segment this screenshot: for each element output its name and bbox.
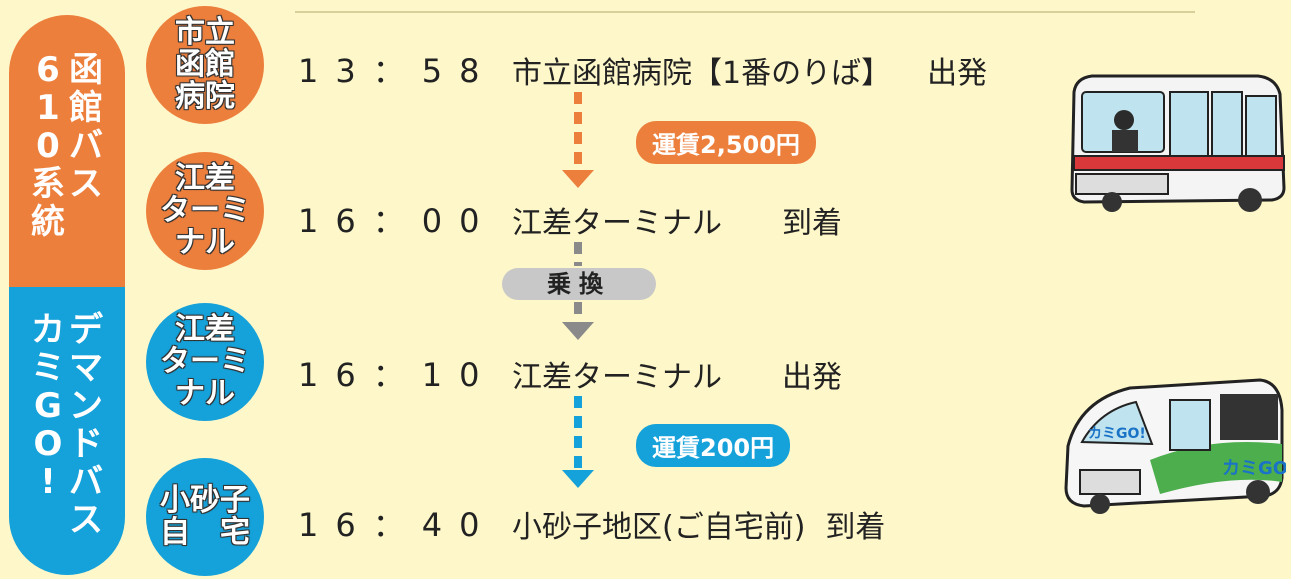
connector-bus-dashes: [574, 92, 582, 170]
route-char: ス: [69, 500, 103, 540]
route-char: 館: [69, 88, 103, 128]
place-3: 江差ターミナル: [512, 360, 722, 395]
action-3: 出発: [782, 360, 842, 395]
stop-circle-2: 江差 ターミ ナル: [146, 152, 264, 270]
route-char: デ: [69, 310, 103, 350]
route-char: 系: [31, 164, 65, 204]
transfer-badge: 乗換: [502, 268, 656, 300]
time-3: 16：10: [298, 356, 497, 394]
route-char: バ: [69, 126, 103, 166]
route-char: ミ: [31, 348, 65, 388]
route-char: G: [34, 386, 62, 426]
route-char: ス: [69, 164, 103, 204]
van-illustration-icon: カミGO! カミGO!: [1064, 378, 1286, 514]
route-char: 統: [31, 202, 65, 242]
connector-demand-dashes: [574, 396, 582, 470]
arrow-down-icon: [562, 470, 594, 488]
arrow-down-icon: [562, 322, 594, 340]
stop-circle-3: 江差 ターミ ナル: [146, 303, 264, 421]
action-2: 到着: [782, 206, 842, 241]
time-1: 13：58: [298, 52, 497, 90]
route-demand-line-1: デマンドバス: [69, 287, 103, 575]
fare-badge-demand: 運賃200円: [636, 424, 791, 467]
connector-transfer-bottom: [574, 302, 582, 322]
route-char: 函: [69, 50, 103, 90]
place-row-4: 小砂子地区(ご自宅前) 到着: [512, 502, 885, 546]
bus-illustration-icon: [1070, 74, 1286, 212]
place-row-3: 江差ターミナル 出発: [512, 352, 842, 396]
arrow-down-icon: [562, 170, 594, 188]
route-char: マ: [69, 348, 103, 388]
place-2: 江差ターミナル: [512, 206, 722, 241]
action-4: 到着: [825, 510, 886, 545]
place-1: 市立函館病院【1番のりば】: [512, 56, 892, 91]
top-divider: [295, 11, 1195, 13]
connector-transfer-top: [574, 242, 582, 266]
route-char: ン: [69, 386, 103, 426]
van-logo-side: カミGO!: [1222, 458, 1286, 479]
time-4: 16：40: [298, 506, 497, 544]
route-char: !: [40, 462, 56, 502]
route-char: 6: [36, 50, 60, 90]
route-char: バ: [69, 462, 103, 502]
route-char: 1: [36, 88, 60, 128]
route-char: 0: [36, 126, 60, 166]
stop-circle-1: 市立 函館 病院: [146, 6, 264, 124]
route-bus-line-1: 函館バス: [69, 15, 103, 287]
place-row-2: 江差ターミナル 到着: [512, 198, 842, 242]
fare-badge-bus: 運賃2,500円: [636, 121, 816, 164]
action-1: 出発: [927, 56, 988, 91]
route-char: O: [33, 424, 63, 464]
place-4: 小砂子地区(ご自宅前): [512, 510, 806, 545]
time-2: 16：00: [298, 202, 497, 240]
van-logo-front: カミGO!: [1088, 426, 1146, 442]
place-row-1: 市立函館病院【1番のりば】出発: [512, 48, 987, 92]
route-char: カ: [31, 310, 65, 350]
route-char: ド: [69, 424, 103, 464]
stop-circle-4: 小砂子 自 宅: [146, 458, 264, 576]
